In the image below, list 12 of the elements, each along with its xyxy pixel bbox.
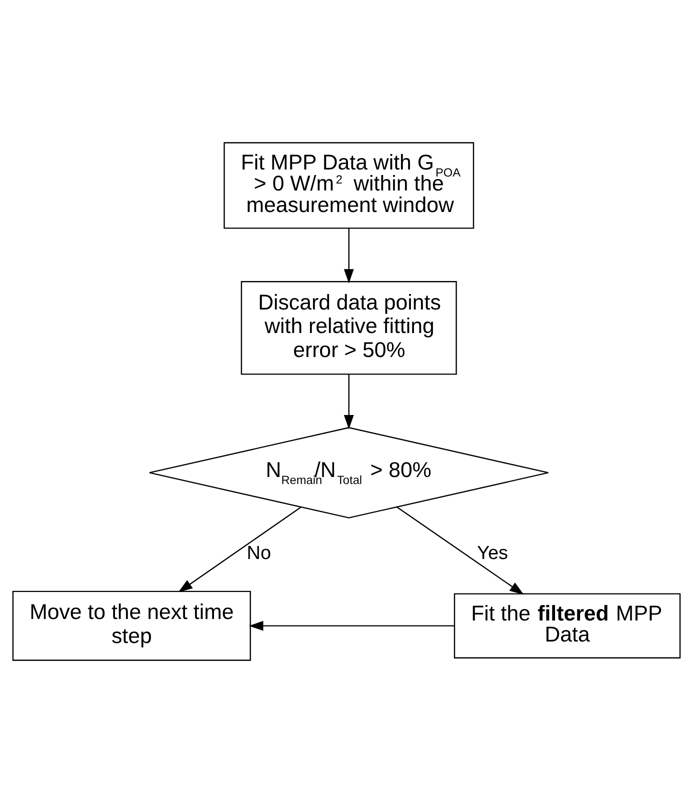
arrow xyxy=(248,620,454,631)
node-box: Fit the filtered MPP Data xyxy=(454,593,681,658)
node-box: Fit MPP Data with G$_{POA}$ > 0 W/m$^{2}$ within the measurement window xyxy=(224,142,474,229)
arrow xyxy=(344,374,354,430)
arrow xyxy=(178,506,301,592)
edge-label: Yes xyxy=(477,543,508,564)
node-box: Move to the next time step xyxy=(12,590,251,661)
arrow xyxy=(396,506,524,595)
edge-label: No xyxy=(246,543,272,564)
node-box: Discard data points with relative fitting error > 50% xyxy=(240,281,457,375)
arrow xyxy=(344,228,354,284)
node-diamond: N$_{Remain}$/N$_{Total}$ > 80% xyxy=(148,427,549,518)
